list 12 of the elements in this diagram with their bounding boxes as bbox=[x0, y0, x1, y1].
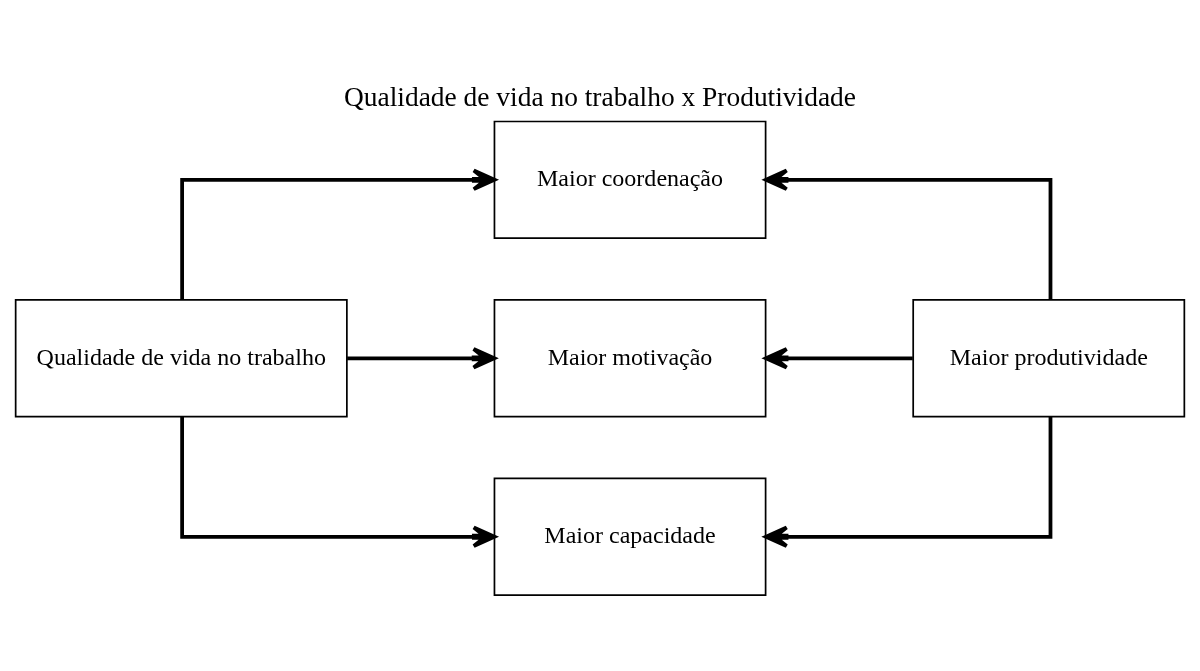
arrow bbox=[764, 416, 1053, 548]
arrow bbox=[347, 346, 497, 369]
node-box: Maior motivação bbox=[493, 298, 767, 418]
diagram-title: Qualidade de vida no trabalho x Produtividade bbox=[343, 81, 857, 112]
arrow bbox=[764, 168, 1053, 300]
arrow bbox=[180, 168, 497, 300]
arrow bbox=[180, 416, 497, 548]
node-box: Maior produtividade bbox=[912, 298, 1186, 418]
node-box: Maior coordenação bbox=[493, 120, 767, 239]
node-box: Maior capacidade bbox=[493, 477, 767, 596]
node-box: Qualidade de vida no trabalho bbox=[14, 298, 348, 418]
arrow bbox=[764, 346, 913, 369]
